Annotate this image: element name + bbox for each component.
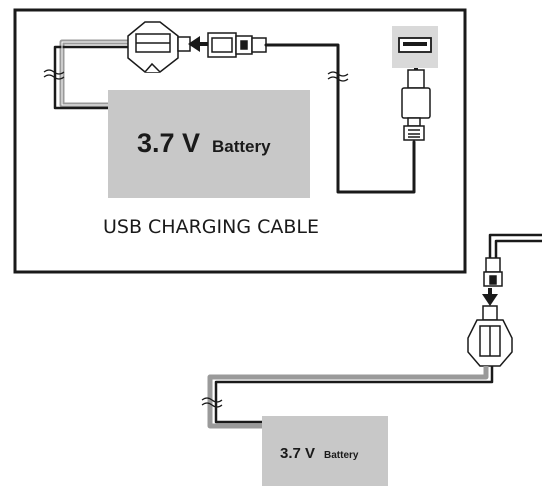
panel-caption: USB CHARGING CABLE — [103, 216, 319, 238]
usb-port-icon — [392, 26, 438, 68]
cable-break-icon — [327, 71, 349, 82]
direct-connection-assembly: 3.7 V Battery — [201, 233, 542, 486]
battery-bottom: 3.7 V Battery — [262, 416, 388, 486]
battery-lead-wires — [207, 366, 494, 429]
usb-charging-panel: 3.7 V Battery USB CHARGING CABLE — [13, 8, 467, 274]
arrow-icon — [482, 288, 498, 306]
input-cable — [488, 233, 542, 262]
cable-break-icon — [43, 69, 65, 80]
connector-socket-icon — [483, 257, 503, 287]
connector-socket-icon — [207, 32, 267, 58]
usb-cable — [264, 43, 416, 194]
battery-bottom-label: Battery — [324, 450, 359, 461]
connector-plug-icon — [127, 21, 191, 73]
cable-break-icon — [201, 397, 223, 408]
battery-top-label: Battery — [212, 137, 271, 156]
battery-top: 3.7 V Battery — [108, 90, 310, 198]
battery-top-voltage: 3.7 V — [137, 128, 200, 158]
battery-bottom-voltage: 3.7 V — [280, 445, 315, 462]
usb-plug-icon — [401, 69, 431, 141]
connector-plug-icon — [467, 305, 513, 367]
